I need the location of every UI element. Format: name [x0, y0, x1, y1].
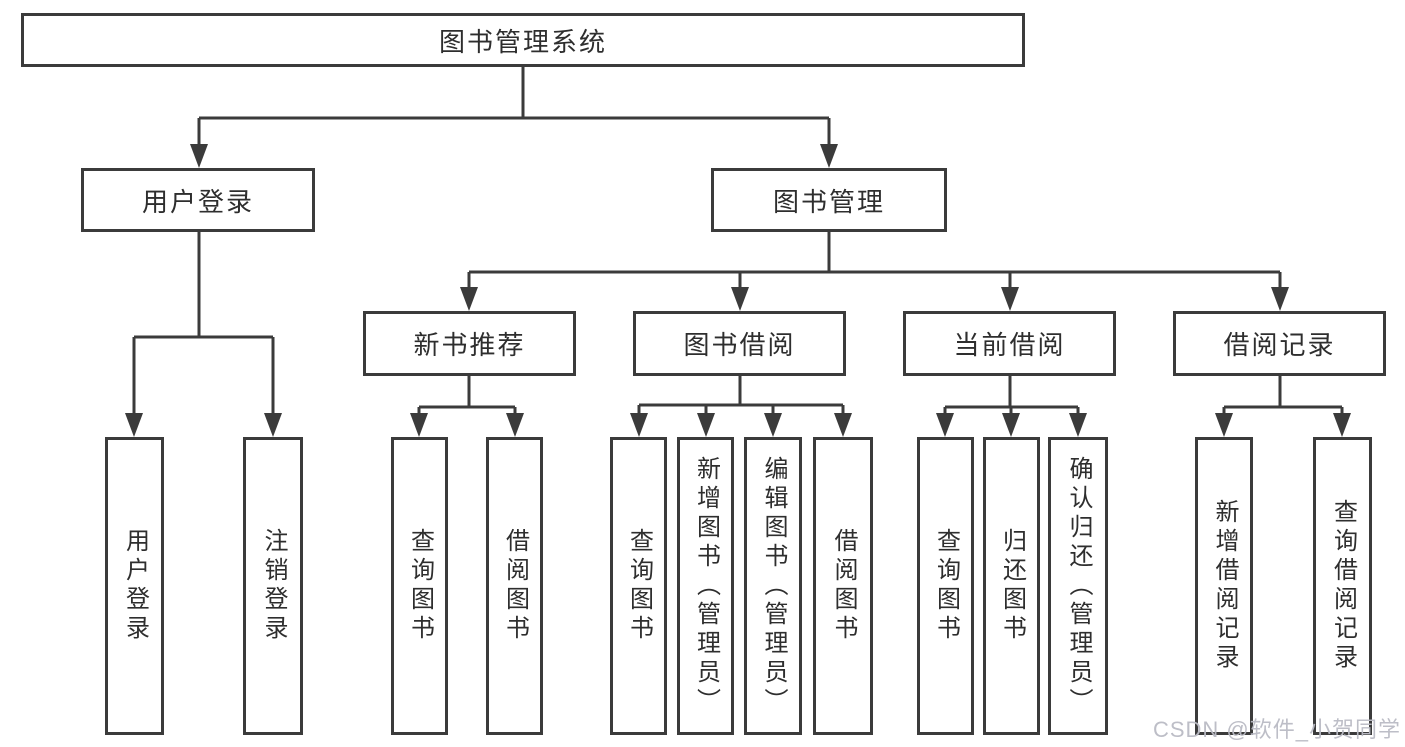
node-book-borrow: 图书借阅 — [633, 311, 846, 376]
csdn-watermark: CSDN @软件_小贺同学 — [1152, 717, 1401, 742]
node-root: 图书管理系统 — [21, 13, 1025, 67]
node-login-leaf: 用户登录 — [105, 437, 164, 735]
node-borrow-records: 借阅记录 — [1173, 311, 1386, 376]
node-borrow-book-recommend: 借阅图书 — [486, 437, 543, 735]
node-new-book-recommend: 新书推荐 — [363, 311, 576, 376]
node-add-book-admin: 新增图书（管理员） — [677, 437, 734, 735]
connector-root-to-level2 — [190, 66, 838, 168]
node-add-borrow-record: 新增借阅记录 — [1195, 437, 1253, 735]
node-query-book-current: 查询图书 — [917, 437, 974, 735]
connector-user-login-to-leaves — [125, 232, 282, 437]
connector-borrow-to-leaves — [630, 376, 852, 437]
node-logout-leaf: 注销登录 — [243, 437, 303, 735]
connector-recommend-to-leaves — [410, 376, 524, 437]
node-query-borrow-record: 查询借阅记录 — [1313, 437, 1372, 735]
node-user-login: 用户登录 — [81, 168, 315, 232]
connector-records-to-leaves — [1215, 376, 1351, 437]
connector-current-to-leaves — [936, 376, 1087, 437]
node-query-book-recommend: 查询图书 — [391, 437, 448, 735]
node-confirm-return-admin: 确认归还（管理员） — [1048, 437, 1108, 735]
node-book-management: 图书管理 — [711, 168, 947, 232]
node-edit-book-admin: 编辑图书（管理员） — [744, 437, 802, 735]
node-current-borrow: 当前借阅 — [903, 311, 1116, 376]
node-borrow-book-leaf: 借阅图书 — [813, 437, 873, 735]
node-return-book: 归还图书 — [983, 437, 1040, 735]
node-query-book-borrow: 查询图书 — [610, 437, 667, 735]
connector-book-mgmt-to-level3 — [460, 232, 1289, 311]
